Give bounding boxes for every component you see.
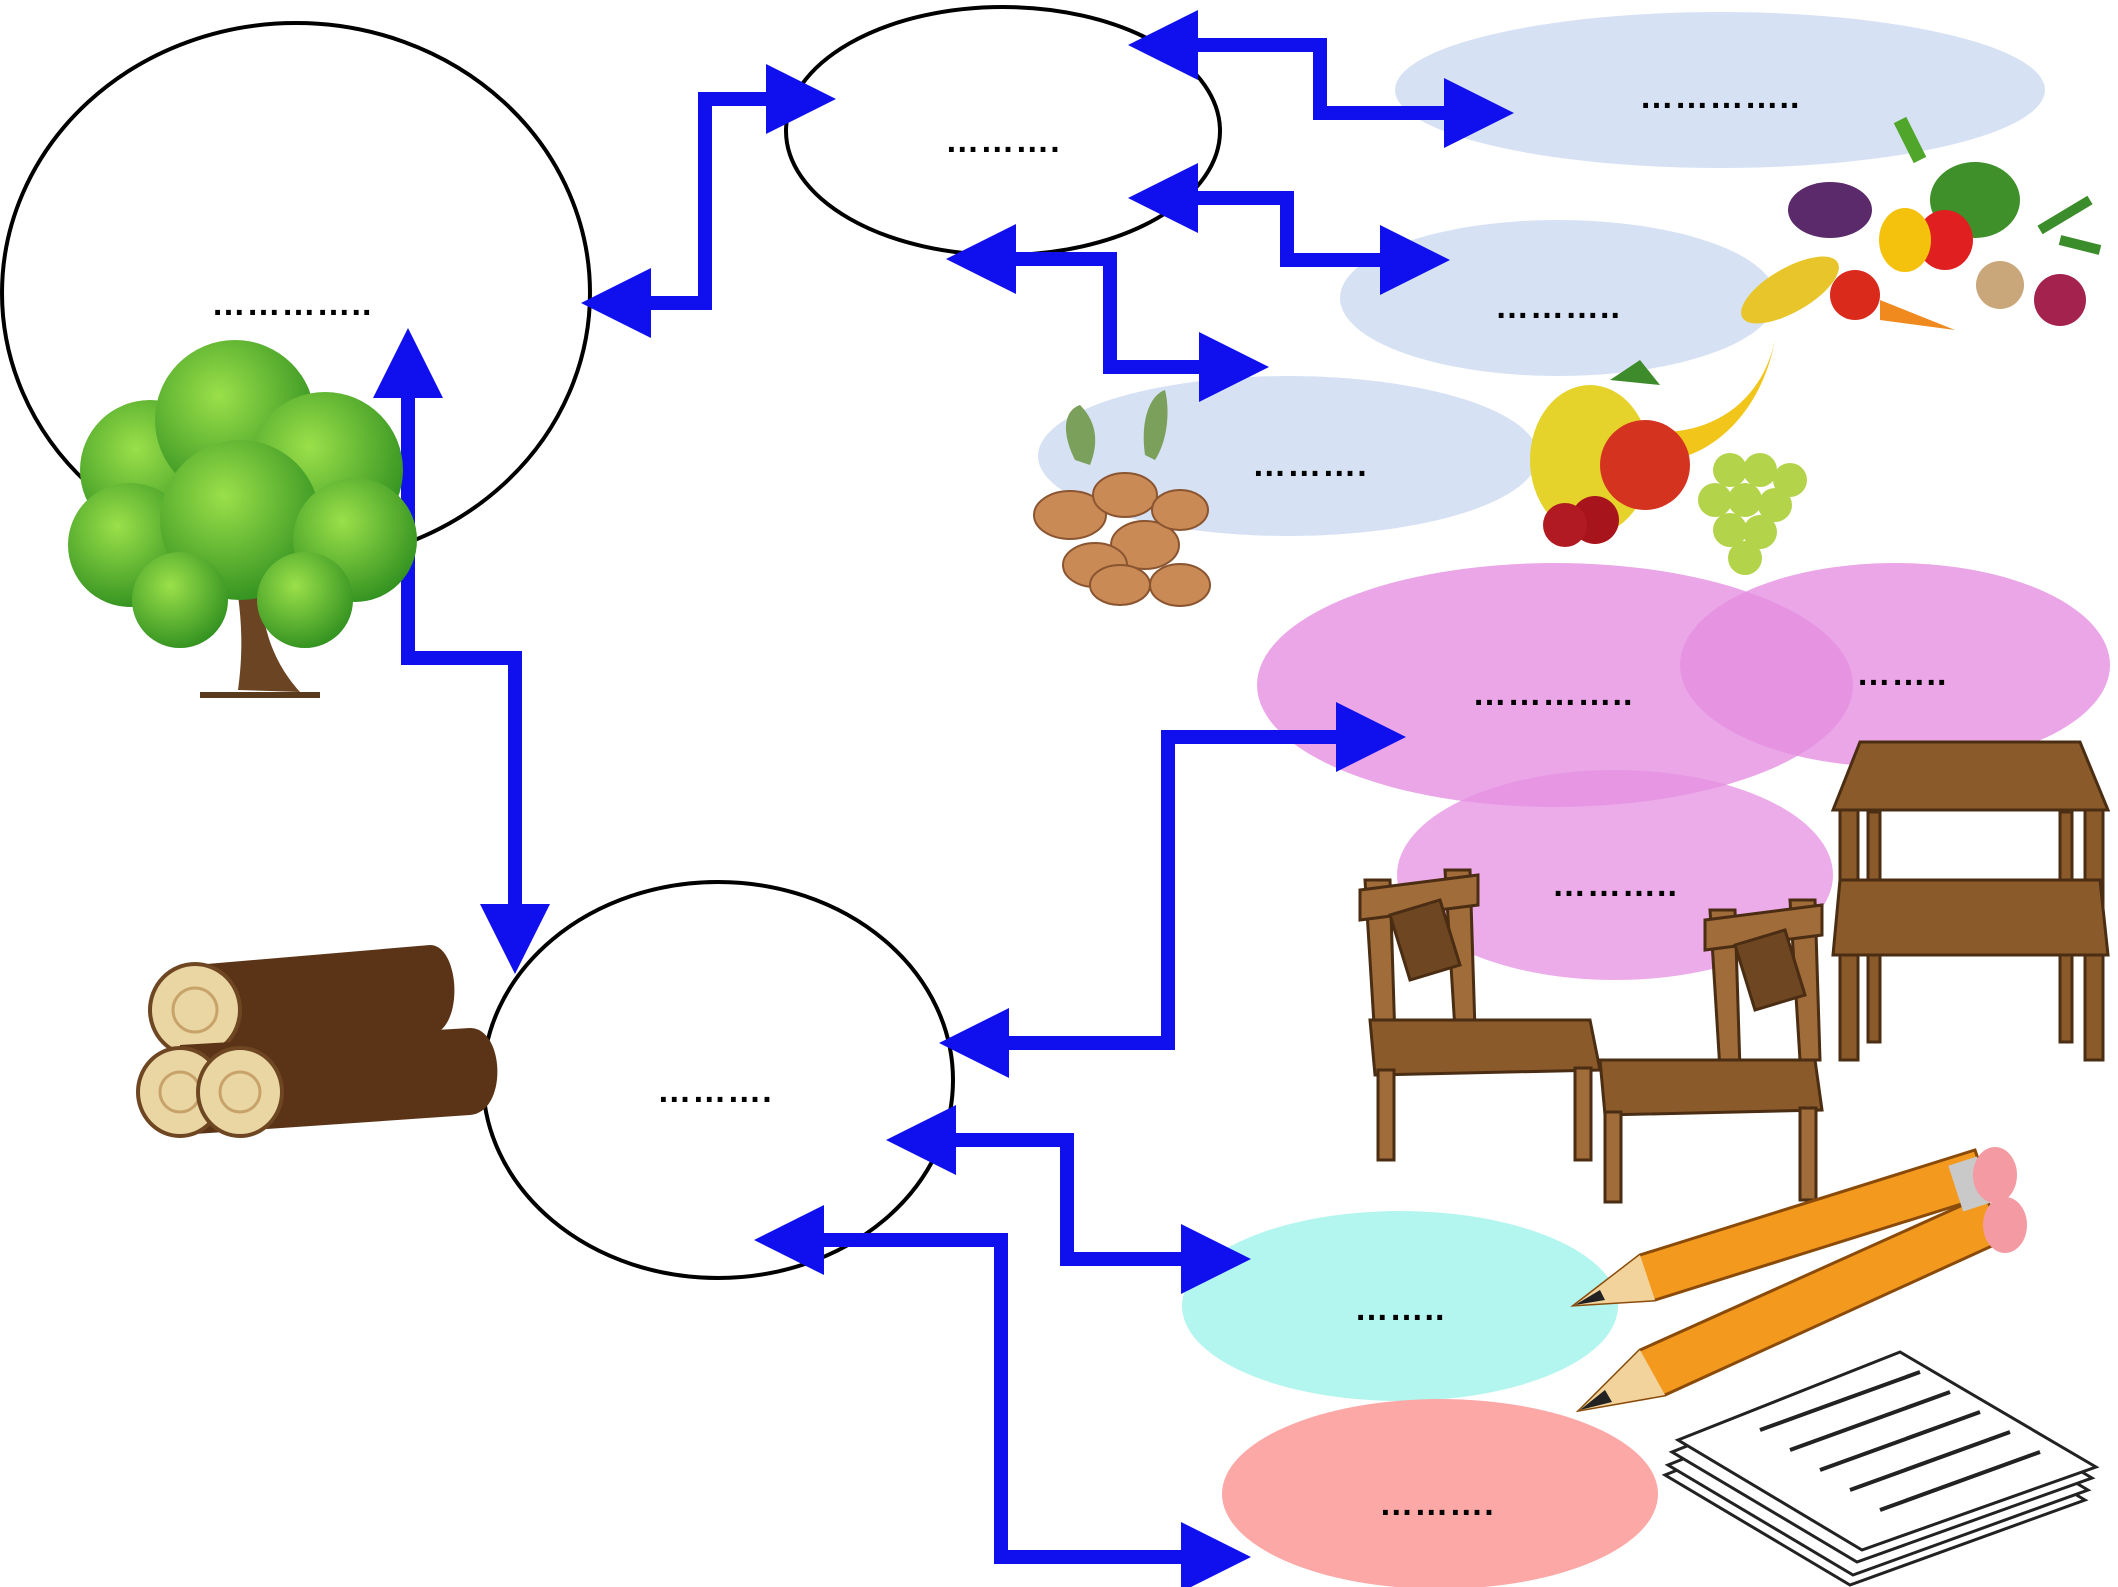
arrow-food-vegetables — [1128, 10, 1514, 148]
arrow-main-food — [581, 64, 836, 338]
furniture-b-label: …….. — [1857, 655, 1948, 693]
main-node-label: ………….. — [212, 285, 373, 323]
furniture-c-label: ……….. — [1552, 866, 1678, 904]
vegetables-bubble — [1395, 12, 2045, 168]
arrow-wood-paper — [754, 1205, 1251, 1587]
paper-label: ………. — [1379, 1485, 1494, 1523]
pencils-icon — [1570, 1147, 2027, 1413]
fruits-label: ……….. — [1495, 288, 1621, 326]
pencil-label: …….. — [1355, 1290, 1446, 1328]
nuts-label: ………. — [1252, 446, 1367, 484]
logs-icon — [136, 945, 498, 1138]
nuts-icon — [1033, 390, 1211, 607]
food-node-label: ………. — [945, 122, 1060, 160]
paper-stack-icon — [1661, 1350, 2100, 1587]
pencil-bubble — [1182, 1211, 1618, 1401]
arrow-wood-furniture — [939, 702, 1406, 1078]
vegetables-label: ………….. — [1640, 78, 1801, 116]
arrow-main-wood — [373, 328, 550, 974]
fruits-icon — [1530, 340, 1807, 575]
furniture-bubble-b — [1680, 563, 2110, 767]
table-icon — [1830, 740, 2111, 1062]
tree-icon — [68, 340, 417, 698]
chairs-icon — [1358, 868, 1824, 1204]
paper-bubble — [1222, 1399, 1658, 1587]
arrow-food-nuts — [946, 224, 1269, 402]
furniture-a-label: ………….. — [1473, 675, 1634, 713]
arrow-food-fruits — [1128, 163, 1450, 295]
wood-node-label: ………. — [657, 1072, 772, 1110]
vegetables-icon — [1741, 116, 2102, 330]
